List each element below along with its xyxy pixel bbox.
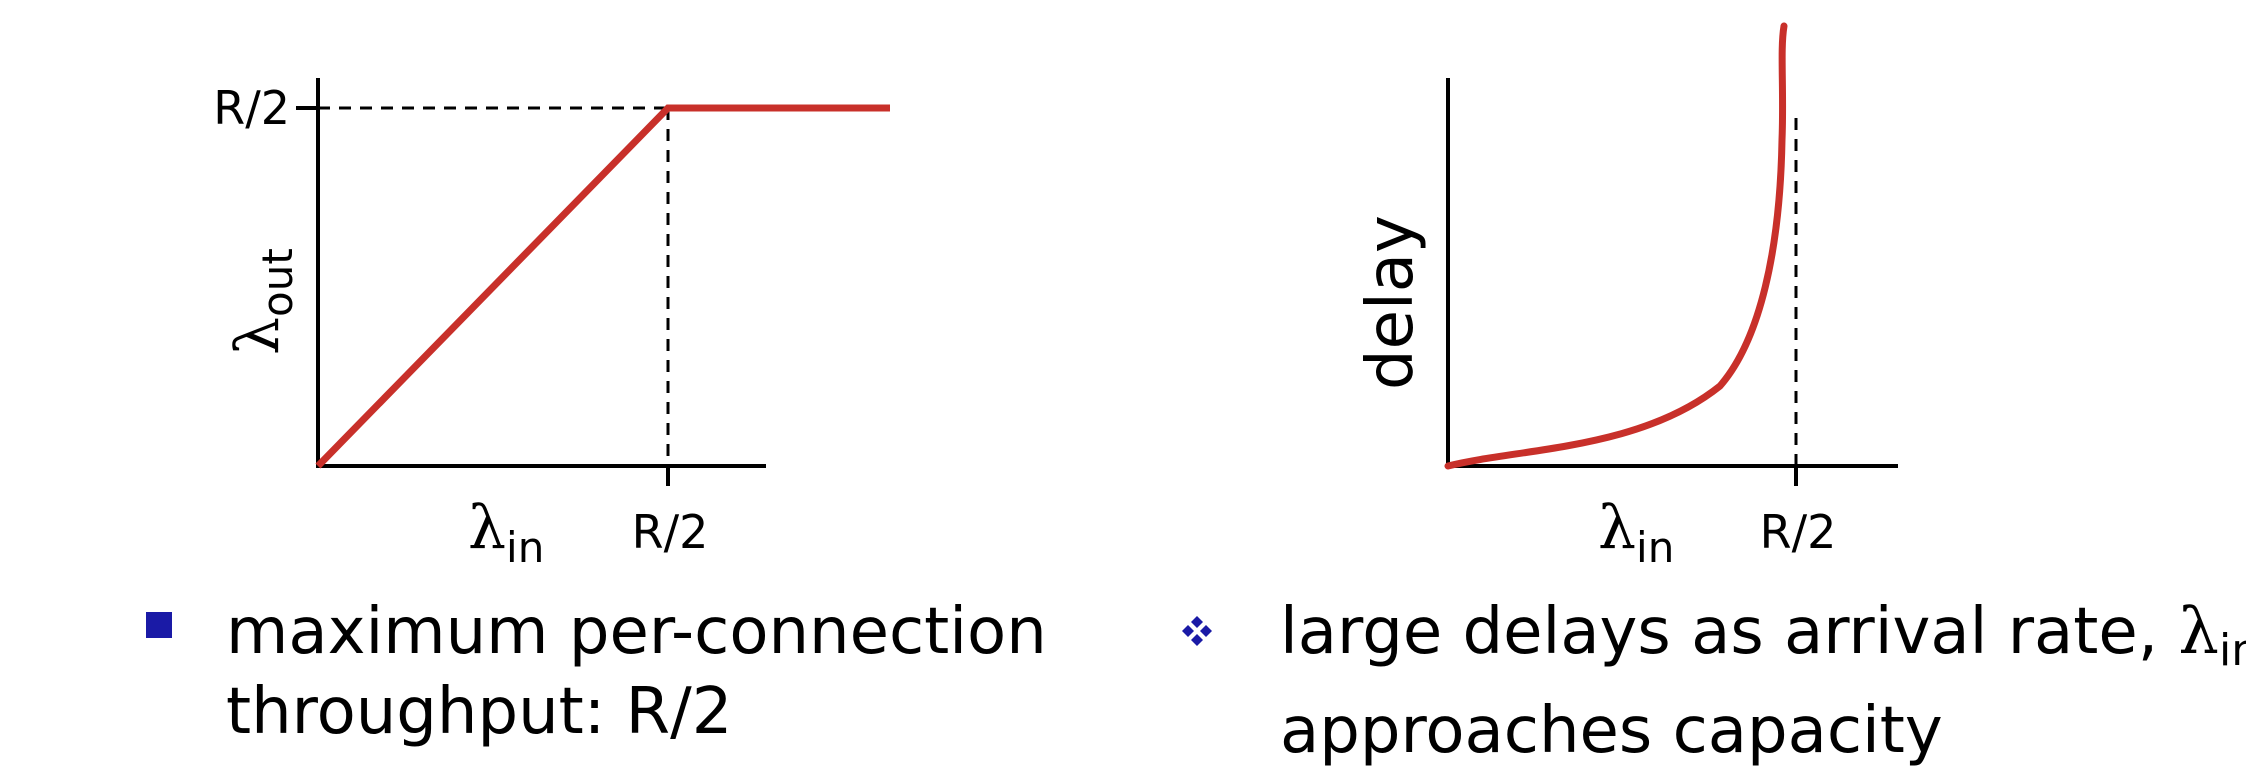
- right-x-axis-label: λin: [1598, 493, 1674, 572]
- right-bullet-line-2: approaches capacity: [1280, 694, 1943, 768]
- four-diamond-bullet-icon: [1182, 616, 1212, 646]
- left-y-axis-label: λout: [223, 248, 302, 355]
- left-x-tick-label: R/2: [632, 505, 709, 559]
- right-bullet-line-1-text: large delays as arrival rate,: [1280, 595, 2179, 669]
- left-bullet-line-1: maximum per-connection: [226, 595, 1047, 669]
- left-x-axis-label: λin: [468, 493, 544, 572]
- left-plot: R/2 R/2 λin λout: [213, 78, 890, 572]
- right-bullet-line-1: large delays as arrival rate, λin,: [1280, 592, 2246, 691]
- right-x-tick-label: R/2: [1760, 505, 1837, 559]
- right-plot: R/2 λin delay: [1354, 22, 1898, 572]
- right-bullet-lambda: λ: [2178, 595, 2219, 669]
- left-throughput-curve: [315, 104, 890, 469]
- left-bullet-line-2: throughput: R/2: [226, 675, 733, 749]
- left-bullet-text: maximum per-connection throughput: R/2: [226, 592, 1086, 752]
- right-delay-curve: [1444, 22, 1788, 470]
- left-y-tick-label: R/2: [213, 81, 290, 135]
- square-bullet-icon: [146, 612, 172, 638]
- right-bullet-text: large delays as arrival rate, λin, appro…: [1280, 592, 2246, 771]
- right-bullet-lambda-sub: in: [2218, 625, 2246, 676]
- right-y-axis-label: delay: [1354, 215, 1428, 390]
